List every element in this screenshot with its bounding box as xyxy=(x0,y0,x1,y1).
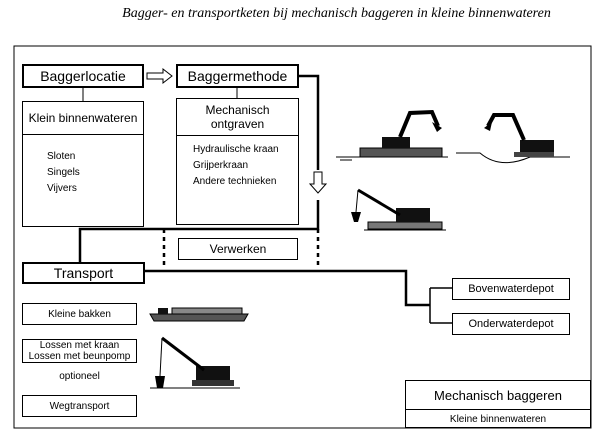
legend-box: Mechanisch baggeren Kleine binnenwateren xyxy=(405,380,591,428)
wegtransport-box: Wegtransport xyxy=(22,395,137,417)
optioneel-label: optioneel xyxy=(59,370,100,382)
optioneel-text: optioneel xyxy=(22,368,137,384)
lossen-kraan-label: Lossen met kraan xyxy=(39,340,120,351)
legend-title: Mechanisch baggeren xyxy=(434,387,562,403)
legend-subtitle: Kleine binnenwateren xyxy=(449,413,547,425)
onderwaterdepot-box: Onderwaterdepot xyxy=(452,313,570,335)
lossen-beunpomp-label: Lossen met beunpomp xyxy=(28,351,131,362)
wegtransport-label: Wegtransport xyxy=(49,400,110,412)
baggerlocatie-box: Baggerlocatie xyxy=(22,64,144,88)
crane-unloading-icon xyxy=(150,336,240,389)
page-title: Bagger- en transportketen bij mechanisch… xyxy=(122,6,551,21)
list-item: Hydraulische kraan xyxy=(193,144,279,155)
excavator-on-bank-icon xyxy=(456,113,570,164)
transport-label: Transport xyxy=(53,265,114,281)
to-transport-line xyxy=(78,200,320,262)
transport-box: Transport xyxy=(22,262,145,284)
transport-line xyxy=(145,269,430,307)
list-item: Grijperkraan xyxy=(193,160,249,171)
kleine-bakken-box: Kleine bakken xyxy=(22,303,137,325)
baggermethode-detail-box: Mechanisch ontgraven Hydraulische kraan … xyxy=(176,98,299,225)
excavator-on-pontoon-icon xyxy=(336,109,448,161)
verwerken-box: Verwerken xyxy=(178,238,298,260)
spine-line xyxy=(299,74,320,170)
verwerken-label: Verwerken xyxy=(209,242,267,256)
baggerlocatie-detail-box: Klein binnenwateren Sloten Singels Vijve… xyxy=(22,101,144,227)
onderwaterdepot-label: Onderwaterdepot xyxy=(468,318,554,330)
outer-frame xyxy=(13,45,592,429)
baggermethode-sub-1: Mechanisch xyxy=(205,103,270,117)
list-item: Andere technieken xyxy=(193,176,277,187)
crane-on-pontoon-icon xyxy=(351,188,446,231)
lossen-box: Lossen met kraan Lossen met beunpomp xyxy=(22,339,137,363)
list-item: Singels xyxy=(47,167,80,178)
kleine-bakken-label: Kleine bakken xyxy=(48,308,111,320)
down-arrow-icon xyxy=(308,171,328,194)
baggerlocatie-sub: Klein binnenwateren xyxy=(28,111,138,125)
barge-icon xyxy=(149,307,249,322)
baggermethode-box: Baggermethode xyxy=(176,64,299,88)
bovenwaterdepot-label: Bovenwaterdepot xyxy=(468,283,554,295)
list-item: Sloten xyxy=(47,151,76,162)
baggermethode-label: Baggermethode xyxy=(187,68,288,84)
right-arrow-icon xyxy=(146,67,173,85)
baggermethode-sub-2: ontgraven xyxy=(210,117,265,131)
baggerlocatie-label: Baggerlocatie xyxy=(40,68,126,84)
list-item: Vijvers xyxy=(47,183,77,194)
bovenwaterdepot-box: Bovenwaterdepot xyxy=(452,278,570,300)
